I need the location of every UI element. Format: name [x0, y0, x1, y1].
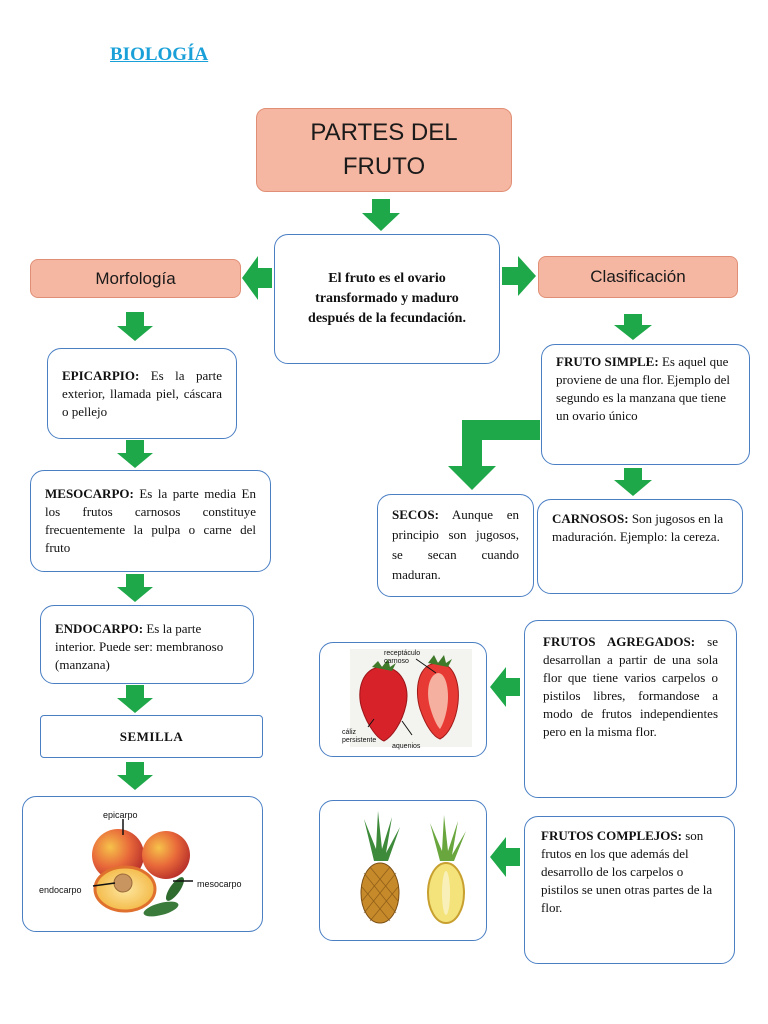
frutos-agregados-box: FRUTOS AGREGADOS: se desarrollan a parti…	[524, 620, 737, 798]
pineapple-crown-icon	[364, 811, 466, 861]
arrow-left-pineapple-icon	[490, 837, 520, 877]
peach-whole-2-icon	[142, 831, 190, 879]
arrow-down-mesocarpo-icon	[117, 440, 153, 468]
secos-term: SECOS:	[392, 507, 439, 522]
definition-box: El fruto es el ovario transformado y mad…	[274, 234, 500, 364]
arrow-down-simple-icon	[614, 314, 652, 340]
endocarpo-term: ENDOCARPO:	[55, 621, 144, 636]
epicarpio-text: Es la parte exterior, llamada piel, cásc…	[62, 368, 222, 419]
pineapple-image-box	[319, 800, 487, 941]
peach-illustration	[92, 819, 193, 917]
fruto-simple-text: Es aquel que proviene de una flor. Ejemp…	[556, 354, 731, 423]
arrow-left-strawberry-icon	[490, 667, 520, 707]
secos-box: SECOS: Aunque en principio son jugosos, …	[377, 494, 534, 597]
clasificacion-heading-text: Clasificación	[590, 267, 686, 286]
complejos-term: FRUTOS COMPLEJOS:	[541, 828, 682, 843]
mesocarpo-text: Es la parte media En los frutos carnosos…	[45, 486, 256, 555]
morfologia-heading-text: Morfología	[95, 268, 176, 288]
arrow-left-morfologia-icon	[242, 256, 272, 300]
definition-text: El fruto es el ovario transformado y mad…	[308, 271, 466, 326]
arrow-down-endocarpo-icon	[117, 574, 153, 602]
label-endocarpo: endocarpo	[39, 885, 82, 895]
peach-image-box: epicarpo endocarpo mesocarpo	[22, 796, 263, 932]
endocarpo-box: ENDOCARPO: Es la parte interior. Puede s…	[40, 605, 254, 684]
frutos-complejos-box: FRUTOS COMPLEJOS: son frutos en los que …	[524, 816, 735, 964]
main-title-line1: PARTES DEL	[310, 119, 458, 146]
strawberry-illustration	[350, 649, 472, 747]
subject-title[interactable]: BIOLOGÍA	[110, 44, 209, 65]
agregados-term: FRUTOS AGREGADOS:	[543, 634, 696, 649]
carnosos-text: Son jugosos en la maduración. Ejemplo: l…	[552, 511, 724, 544]
arrow-down-epicarpio-icon	[117, 312, 153, 341]
arrow-right-clasificacion-icon	[502, 256, 536, 296]
label-aquenios: aquenios	[392, 743, 421, 750]
calyx-icon	[372, 659, 396, 671]
agregados-text: se desarrollan a partir de una sola flor…	[543, 634, 718, 739]
morfologia-heading: Morfología	[30, 259, 241, 298]
pineapple-illustration	[360, 811, 466, 924]
strawberry-image-box: receptáculo carnoso cáliz persistente aq…	[319, 642, 487, 757]
complejos-text: son frutos en los que además del desarro…	[541, 828, 713, 915]
main-title-box: PARTES DEL FRUTO	[256, 108, 512, 192]
mesocarpo-box: MESOCARPO: Es la parte media En los frut…	[30, 470, 271, 572]
semilla-box: SEMILLA	[40, 715, 263, 758]
mesocarpo-term: MESOCARPO:	[45, 486, 134, 501]
carnosos-box: CARNOSOS: Son jugosos en la maduración. …	[537, 499, 743, 594]
endocarpo-text: Es la parte interior. Puede ser: membran…	[55, 621, 224, 672]
main-title-line2: FRUTO	[342, 153, 426, 180]
arrow-down-title-icon	[362, 199, 400, 231]
arrow-down-carnosos-icon	[614, 468, 652, 496]
leaf-icon	[143, 901, 179, 917]
epicarpio-box: EPICARPIO: Es la parte exterior, llamada…	[47, 348, 237, 439]
label-caliz: cáliz persistente	[342, 729, 377, 744]
arrow-down-semilla-icon	[117, 685, 153, 713]
label-mesocarpo: mesocarpo	[197, 879, 242, 889]
semilla-text: SEMILLA	[119, 728, 184, 744]
epicarpio-term: EPICARPIO:	[62, 368, 140, 383]
arrow-down-peach-icon	[117, 762, 153, 790]
fruto-simple-box: FRUTO SIMPLE: Es aquel que proviene de u…	[541, 344, 750, 465]
fruto-simple-term: FRUTO SIMPLE:	[556, 354, 659, 369]
clasificacion-heading: Clasificación	[538, 256, 738, 298]
label-receptaculo: receptáculo carnoso	[384, 650, 421, 665]
secos-text: Aunque en principio son jugosos, se seca…	[392, 507, 519, 582]
carnosos-term: CARNOSOS:	[552, 511, 629, 526]
label-epicarpo: epicarpo	[103, 810, 138, 820]
leaf-2-icon	[165, 877, 185, 901]
arrow-bent-secos-icon	[448, 420, 540, 490]
